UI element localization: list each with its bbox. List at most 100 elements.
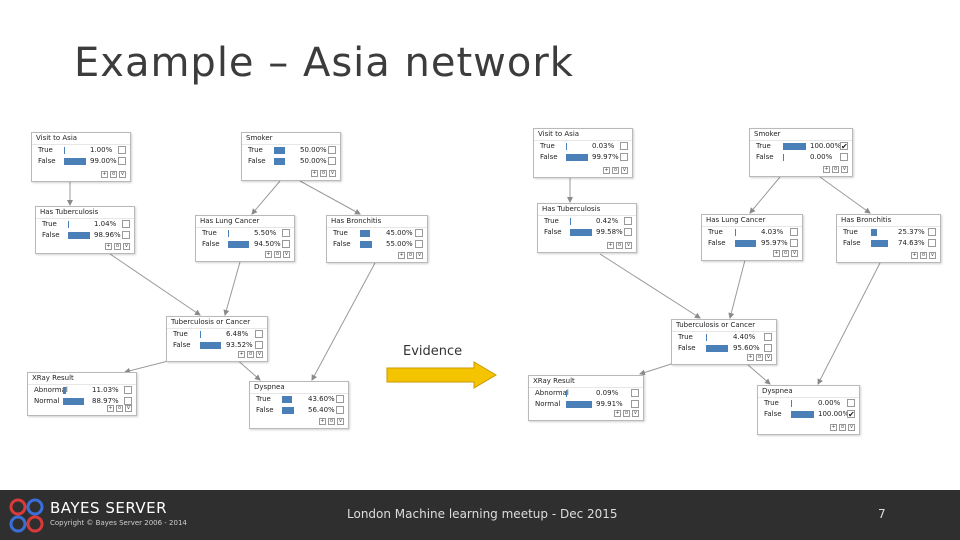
evidence-checkbox[interactable] — [928, 228, 936, 236]
evidence-checkbox[interactable] — [631, 389, 639, 397]
evidence-checkbox[interactable] — [124, 397, 132, 405]
grid-icon[interactable]: + — [603, 167, 610, 174]
evidence-checkbox[interactable] — [336, 395, 344, 403]
grid-icon[interactable]: + — [747, 354, 754, 361]
search-icon[interactable]: o — [407, 252, 414, 259]
grid-icon[interactable]: + — [319, 418, 326, 425]
evidence-checkbox[interactable] — [282, 240, 290, 248]
evidence-checkbox[interactable] — [847, 399, 855, 407]
evidence-checkbox[interactable] — [118, 146, 126, 154]
evidence-checkbox[interactable] — [255, 330, 263, 338]
down-arrow-icon[interactable]: v — [632, 410, 639, 417]
search-icon[interactable]: o — [832, 166, 839, 173]
probability-value: 95.60% — [733, 344, 760, 352]
evidence-checkbox[interactable] — [415, 229, 423, 237]
evidence-checkbox[interactable] — [328, 146, 336, 154]
down-arrow-icon[interactable]: v — [625, 242, 632, 249]
search-icon[interactable]: o — [756, 354, 763, 361]
probability-value: 50.00% — [300, 146, 327, 154]
search-icon[interactable]: o — [116, 405, 123, 412]
slide-title: Example – Asia network — [74, 40, 574, 86]
evidence-checkbox[interactable] — [764, 333, 772, 341]
down-arrow-icon[interactable]: v — [416, 252, 423, 259]
evidence-checkbox[interactable] — [255, 341, 263, 349]
grid-icon[interactable]: + — [107, 405, 114, 412]
evidence-checkbox[interactable] — [282, 229, 290, 237]
down-arrow-icon[interactable]: v — [329, 170, 336, 177]
evidence-checkbox[interactable] — [624, 228, 632, 236]
down-arrow-icon[interactable]: v — [125, 405, 132, 412]
down-arrow-icon[interactable]: v — [929, 252, 936, 259]
down-arrow-icon[interactable]: v — [621, 167, 628, 174]
down-arrow-icon[interactable]: v — [256, 351, 263, 358]
search-icon[interactable]: o — [782, 250, 789, 257]
search-icon[interactable]: o — [114, 243, 121, 250]
search-icon[interactable]: o — [616, 242, 623, 249]
evidence-checkbox[interactable] — [336, 406, 344, 414]
evidence-checkbox[interactable] — [620, 142, 628, 150]
grid-icon[interactable]: + — [265, 251, 272, 258]
evidence-checkbox[interactable] — [328, 157, 336, 165]
down-arrow-icon[interactable]: v — [791, 250, 798, 257]
grid-icon[interactable]: + — [101, 171, 108, 178]
search-icon[interactable]: o — [328, 418, 335, 425]
down-arrow-icon[interactable]: v — [123, 243, 130, 250]
evidence-checkbox[interactable] — [624, 217, 632, 225]
down-arrow-icon[interactable]: v — [841, 166, 848, 173]
grid-icon[interactable]: + — [105, 243, 112, 250]
evidence-checkbox[interactable] — [415, 240, 423, 248]
search-icon[interactable]: o — [612, 167, 619, 174]
evidence-checkbox[interactable] — [122, 220, 130, 228]
evidence-checkbox[interactable] — [620, 153, 628, 161]
down-arrow-icon[interactable]: v — [848, 424, 855, 431]
evidence-checkbox[interactable]: ✔ — [847, 410, 855, 419]
evidence-checkbox[interactable] — [790, 239, 798, 247]
grid-icon[interactable]: + — [398, 252, 405, 259]
search-icon[interactable]: o — [623, 410, 630, 417]
probability-value: 4.40% — [733, 333, 756, 341]
grid-icon[interactable]: + — [238, 351, 245, 358]
evidence-checkbox[interactable] — [124, 386, 132, 394]
grid-icon[interactable]: + — [607, 242, 614, 249]
grid-icon[interactable]: + — [311, 170, 318, 177]
down-arrow-icon[interactable]: v — [283, 251, 290, 258]
search-icon[interactable]: o — [274, 251, 281, 258]
grid-icon[interactable]: + — [830, 424, 837, 431]
evidence-checkbox[interactable] — [790, 228, 798, 236]
grid-icon[interactable]: + — [911, 252, 918, 259]
down-arrow-icon[interactable]: v — [119, 171, 126, 178]
search-icon[interactable]: o — [247, 351, 254, 358]
grid-icon[interactable]: + — [823, 166, 830, 173]
search-icon[interactable]: o — [920, 252, 927, 259]
search-icon[interactable]: o — [110, 171, 117, 178]
grid-icon[interactable]: + — [614, 410, 621, 417]
evidence-checkbox[interactable] — [631, 400, 639, 408]
evidence-checkbox[interactable]: ✔ — [840, 142, 848, 151]
evidence-checkbox[interactable] — [122, 231, 130, 239]
grid-icon[interactable]: + — [773, 250, 780, 257]
down-arrow-icon[interactable]: v — [337, 418, 344, 425]
evidence-checkbox[interactable] — [928, 239, 936, 247]
evidence-checkbox[interactable] — [764, 344, 772, 352]
evidence-checkbox[interactable] — [118, 157, 126, 165]
search-icon[interactable]: o — [839, 424, 846, 431]
evidence-checkbox[interactable] — [840, 153, 848, 161]
search-icon[interactable]: o — [320, 170, 327, 177]
down-arrow-icon[interactable]: v — [765, 354, 772, 361]
